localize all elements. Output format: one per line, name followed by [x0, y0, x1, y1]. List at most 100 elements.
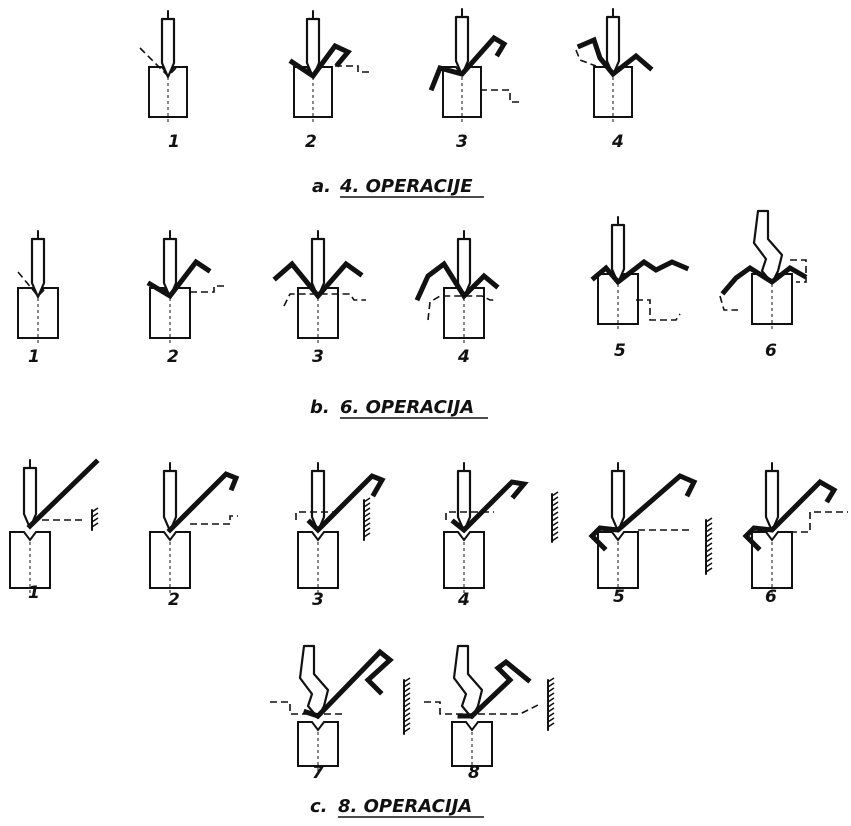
- figure-c-5-punch: [610, 469, 626, 533]
- step-label-c-4: 4: [457, 590, 470, 610]
- figure-c-3-stop-hatch: [363, 532, 371, 538]
- figure-c-5-stop-hatch: [705, 547, 713, 553]
- figure-c-7-stop-hatch: [403, 677, 411, 683]
- figure-c-5-workpiece: [588, 473, 698, 552]
- figure-c-6-punch: [764, 469, 780, 533]
- figure-c-3-stop-hatch: [363, 517, 371, 523]
- figure-c-2: [149, 462, 240, 596]
- figure-c-4-stop-hatch: [551, 511, 559, 517]
- figure-c-2-workpiece: [166, 471, 240, 534]
- figure-c-6: [742, 462, 838, 596]
- step-label-c-7: 7: [312, 763, 324, 783]
- figure-c-4-punch: [456, 469, 472, 533]
- figure-c-5-stop-hatch: [705, 532, 713, 538]
- section-b-prefix: b.: [310, 397, 330, 418]
- figure-c-7-stop-hatch: [403, 722, 411, 728]
- figure-c-3-stop-hatch: [363, 527, 371, 533]
- figure-b-6: [720, 209, 808, 332]
- figure-c-3-stop-hatch: [363, 512, 371, 518]
- section-c-title: 8. OPERACIJA: [338, 796, 472, 817]
- figure-c-8-stop-hatch: [547, 717, 555, 723]
- figure-b-4-workpiece: [414, 260, 500, 302]
- figure-c-7-stop-hatch: [403, 712, 411, 718]
- figure-c-1: [9, 458, 100, 596]
- figure-b-6-prev-outline-right: [790, 259, 807, 283]
- figure-c-5-stop-hatch: [705, 537, 713, 543]
- step-label-c-5: 5: [613, 587, 625, 607]
- figure-a-4-workpiece: [576, 36, 654, 78]
- figure-c-7-stop-hatch: [403, 702, 411, 708]
- figure-a-1: [139, 10, 188, 125]
- figure-b-1: [17, 230, 59, 346]
- step-label-a-2: 2: [305, 132, 317, 152]
- figure-c-4-stop-hatch: [551, 536, 559, 542]
- figure-b-2: [146, 230, 212, 346]
- figure-b-5-punch: [610, 223, 626, 285]
- figure-c-8-stop-hatch: [547, 722, 555, 728]
- figure-c-5-stop-hatch: [705, 542, 713, 548]
- figure-a-4-prev-outline: [575, 49, 597, 67]
- step-label-b-4: 4: [457, 347, 470, 367]
- section-a-title: 4. OPERACIJE: [339, 176, 473, 197]
- step-label-a-4: 4: [611, 132, 624, 152]
- figure-b-4-prev-outline: [427, 295, 496, 321]
- figure-c-7-stop-hatch: [403, 717, 411, 723]
- figure-c-7-stop-hatch: [403, 687, 411, 693]
- figure-c-3-stop-hatch: [363, 522, 371, 528]
- figure-a-2: [288, 10, 353, 125]
- step-label-c-3: 3: [312, 590, 324, 610]
- step-label-b-3: 3: [312, 347, 324, 367]
- figure-c-4-stop-hatch: [551, 526, 559, 532]
- figure-a-2-workpiece: [288, 42, 353, 80]
- figure-c-3-punch: [310, 469, 326, 533]
- figure-b-4: [414, 230, 500, 346]
- figure-a-1-workpiece: [139, 47, 177, 78]
- step-label-a-3: 3: [456, 132, 468, 152]
- step-label-b-2: 2: [167, 347, 179, 367]
- figure-c-5: [588, 462, 698, 596]
- step-label-b-5: 5: [614, 341, 626, 361]
- step-label-c-6: 6: [765, 587, 777, 607]
- figure-c-3-stop-hatch: [363, 502, 371, 508]
- figure-c-8-stop-hatch: [547, 687, 555, 693]
- figure-c-7-stop-hatch: [403, 682, 411, 688]
- figure-a-1-punch: [160, 17, 176, 79]
- section-c-prefix: c.: [310, 796, 328, 817]
- figure-c-6-prev-outline: [790, 511, 848, 533]
- figure-b-6-prev-outline-left: [719, 295, 738, 311]
- figure-b-5: [590, 216, 690, 332]
- figure-c-3-prev-outline: [295, 511, 340, 520]
- figure-a-4-punch: [605, 15, 621, 77]
- figure-c-8-stop-hatch: [547, 707, 555, 713]
- figure-c-8-prev-outline: [424, 701, 541, 715]
- figure-c-4-stop-hatch: [551, 506, 559, 512]
- figure-c-4-stop-hatch: [551, 521, 559, 527]
- figure-b-1-punch: [30, 237, 46, 299]
- figure-c-4-stop-hatch: [551, 516, 559, 522]
- figure-c-5-stop-hatch: [705, 517, 713, 523]
- figure-b-3: [272, 230, 364, 346]
- figure-b-1-workpiece: [17, 271, 45, 298]
- figure-c-7: [297, 644, 394, 774]
- figure-b-5-prev-outline: [636, 299, 681, 321]
- figure-a-4: [576, 8, 654, 125]
- figure-c-5-stop-hatch: [705, 562, 713, 568]
- figure-c-8-stop-hatch: [547, 682, 555, 688]
- figure-b-2-workpiece: [146, 258, 212, 300]
- figure-b-6-workpiece: [720, 264, 808, 296]
- figure-a-3-prev-outline: [480, 89, 520, 103]
- figure-c-8-stop-hatch: [547, 692, 555, 698]
- figure-c-5-stop-hatch: [705, 522, 713, 528]
- figure-b-5-workpiece: [590, 258, 690, 286]
- figure-c-4-stop-hatch: [551, 491, 559, 497]
- figure-c-1-stop-hatch: [91, 517, 99, 523]
- figure-c-5-stop-hatch: [705, 557, 713, 563]
- figure-c-7-stop-hatch: [403, 727, 411, 733]
- figure-c-6-workpiece: [742, 478, 838, 552]
- figure-a-3-workpiece: [428, 34, 508, 92]
- figure-c-4-prev-outline: [445, 511, 494, 520]
- figure-c-4-workpiece: [450, 479, 529, 534]
- step-label-c-2: 2: [168, 590, 180, 610]
- step-label-b-1: 1: [28, 347, 40, 367]
- step-label-c-1: 1: [28, 583, 40, 603]
